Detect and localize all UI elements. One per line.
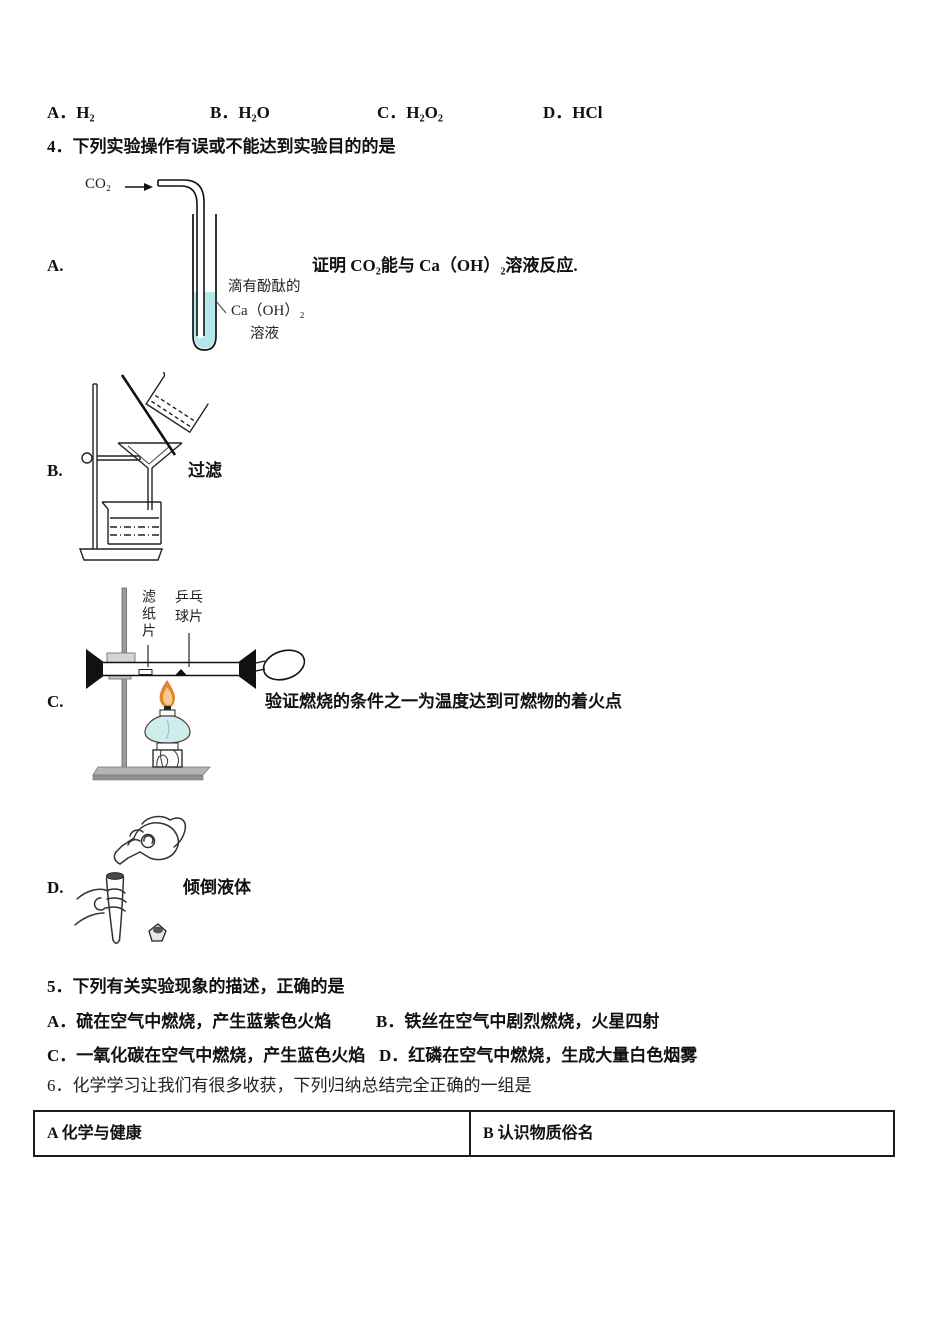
q4-option-d-caption: 倾倒液体 <box>183 878 251 897</box>
diagram-d-pouring <box>70 812 205 952</box>
glass-stopper <box>148 923 167 942</box>
q5-stem: 5．下列有关实验现象的描述，正确的是 <box>47 977 345 996</box>
q6-table-cell-a: A 化学与健康 <box>33 1110 471 1157</box>
pouring-beaker <box>145 372 209 434</box>
q5-option-d: D．红磷在空气中燃烧，生成大量白色烟雾 <box>379 1046 698 1065</box>
q4-option-a-label: A. <box>47 256 64 275</box>
q6-stem: 6．化学学习让我们有很多收获，下列归纳总结完全正确的一组是 <box>47 1076 532 1095</box>
combustion-tube <box>101 661 239 677</box>
q3-option-b: B．H₂O <box>210 103 270 122</box>
gas-delivery-tube <box>157 179 205 336</box>
glass-rod <box>120 374 177 456</box>
co2-apparatus-drawing <box>125 179 227 351</box>
iron-stand <box>79 383 163 561</box>
pingpong-label-line1: 乒乓 <box>175 591 203 606</box>
pouring-hand <box>127 815 187 848</box>
q4-option-d-label: D. <box>47 878 64 897</box>
holding-hand <box>74 888 127 926</box>
q4-option-c-label: C. <box>47 692 64 711</box>
solution-label-line3: 溶液 <box>250 326 279 342</box>
filter-paper-label: 滤纸片 <box>140 589 155 640</box>
reagent-bottle <box>113 822 180 865</box>
q5-option-c: C．一氧化碳在空气中燃烧，产生蓝色火焰 <box>47 1046 366 1065</box>
wick <box>164 706 171 711</box>
test-tube <box>192 214 217 351</box>
diagram-b-filtration <box>62 372 282 572</box>
filter-paper-piece <box>138 669 153 675</box>
q5-option-b: B．铁丝在空气中剧烈燃烧，火星四射 <box>376 1012 660 1031</box>
rubber-stopper-left <box>86 649 103 689</box>
q4-option-c-caption: 验证燃烧的条件之一为温度达到可燃物的着火点 <box>265 692 622 711</box>
q4-option-a-caption: 证明 CO₂能与 Ca（OH）₂溶液反应. <box>312 256 578 275</box>
balloon-loop <box>262 649 306 681</box>
lamp-collar <box>156 742 179 751</box>
funnel <box>117 442 183 510</box>
solution-label-line1: 滴有酚酞的 <box>228 279 301 295</box>
q3-option-c: C．H₂O₂ <box>377 103 443 122</box>
solution-label-line2: Ca（OH）₂ <box>231 303 305 319</box>
q4-option-b-caption: 过滤 <box>188 461 222 480</box>
q4-stem: 4．下列实验操作有误或不能达到实验目的的是 <box>47 137 396 156</box>
filter-paper <box>127 445 171 465</box>
diagram-c-combustion: 滤纸片 乒乓 球片 <box>85 583 315 783</box>
q4-option-b-label: B. <box>47 461 63 480</box>
lamp-base <box>152 749 183 768</box>
lamp-neck <box>159 709 176 717</box>
diagram-a-co2-test: CO₂ 滴有酚酞的 Ca（OH）₂ 溶液 <box>80 172 330 364</box>
rubber-stopper-right <box>239 649 256 689</box>
q5-option-a: A．硫在空气中燃烧，产生蓝紫色火焰 <box>47 1012 332 1031</box>
q3-option-a: A．H₂ <box>47 103 95 122</box>
receiving-beaker <box>101 501 162 545</box>
co2-gas-label: CO₂ <box>85 176 112 192</box>
q6-table-cell-b: B 认识物质俗名 <box>469 1110 895 1157</box>
delivery-tube-interior <box>197 290 204 338</box>
gas-flow-arrow <box>125 183 153 191</box>
alcohol-lamp <box>144 680 191 768</box>
combustion-drawing <box>86 587 306 781</box>
filtration-drawing <box>79 372 209 561</box>
flame-inner <box>163 687 173 705</box>
pouring-drawing <box>74 815 187 944</box>
pingpong-label-line2: 球片 <box>175 610 203 625</box>
held-test-tube <box>105 872 125 944</box>
q6-summary-table: A 化学与健康 B 认识物质俗名 <box>33 1110 895 1157</box>
label-pointer-line <box>215 300 227 314</box>
q3-option-d: D．HCl <box>543 103 603 122</box>
pingpong-piece <box>175 669 187 676</box>
